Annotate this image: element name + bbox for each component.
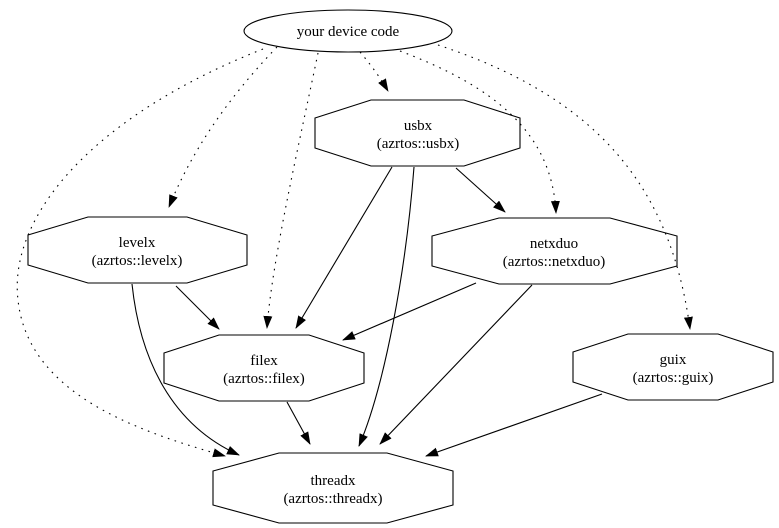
edge-device-to-levelx [168, 46, 278, 208]
netxduo-sublabel: (azrtos::netxduo) [503, 254, 605, 270]
levelx-sublabel: (azrtos::levelx) [92, 253, 183, 269]
edge-filex-to-threadx [286, 401, 311, 445]
node-netxduo: netxduo (azrtos::netxduo) [431, 217, 678, 285]
edge-guix-to-threadx [425, 393, 603, 457]
node-guix: guix (azrtos::guix) [572, 333, 774, 401]
netxduo-label: netxduo [530, 236, 578, 252]
edge-device-to-threadx [16, 48, 264, 458]
filex-octagon [163, 334, 365, 402]
edge-levelx-to-threadx [131, 283, 240, 456]
node-threadx: threadx (azrtos::threadx) [212, 452, 454, 524]
edge-usbx-to-filex [295, 166, 393, 329]
usbx-label: usbx [404, 118, 433, 134]
node-device-code: your device code [243, 9, 453, 53]
guix-octagon [572, 333, 774, 401]
threadx-sublabel: (azrtos::threadx) [283, 491, 382, 507]
edge-netxduo-to-threadx [379, 284, 533, 445]
usbx-sublabel: (azrtos::usbx) [377, 136, 459, 152]
node-usbx: usbx (azrtos::usbx) [314, 99, 521, 167]
edge-usbx-to-netxduo [455, 167, 506, 213]
edge-netxduo-to-filex [342, 282, 477, 341]
edge-group [16, 44, 693, 458]
edge-usbx-to-threadx [358, 166, 415, 447]
filex-label: filex [250, 353, 278, 369]
edge-device-to-usbx [359, 51, 389, 92]
filex-sublabel: (azrtos::filex) [223, 371, 305, 387]
node-group: your device code usbx (azrtos::usbx) lev… [27, 9, 774, 524]
usbx-octagon [314, 99, 521, 167]
threadx-label: threadx [311, 473, 356, 489]
device-code-ellipse [243, 9, 453, 53]
device-code-label: your device code [297, 24, 400, 40]
guix-label: guix [660, 352, 687, 368]
levelx-label: levelx [119, 235, 156, 251]
levelx-octagon [27, 216, 248, 284]
edge-levelx-to-filex [175, 285, 220, 330]
netxduo-octagon [431, 217, 678, 285]
node-levelx: levelx (azrtos::levelx) [27, 216, 248, 284]
edge-device-to-filex [263, 52, 319, 329]
guix-sublabel: (azrtos::guix) [633, 370, 714, 386]
threadx-octagon [212, 452, 454, 524]
node-filex: filex (azrtos::filex) [163, 334, 365, 402]
edge-device-to-guix [437, 44, 693, 330]
